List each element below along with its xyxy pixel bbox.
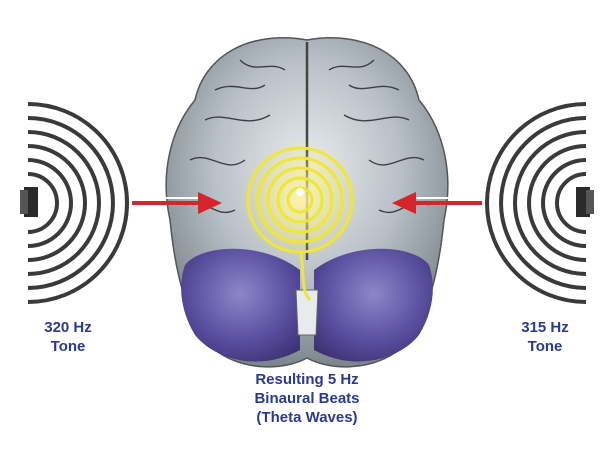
right-tone-label: 315 Hz Tone	[505, 318, 585, 356]
right-speaker-icon	[487, 104, 594, 302]
left-tone-label: 320 Hz Tone	[28, 318, 108, 356]
right-tone-frequency: 315 Hz	[505, 318, 585, 337]
right-cerebellum	[314, 249, 433, 362]
left-tone-frequency: 320 Hz	[28, 318, 108, 337]
left-cerebellum	[181, 249, 300, 362]
result-line-1: Resulting 5 Hz	[200, 370, 414, 389]
result-line-2: Binaural Beats	[200, 389, 414, 408]
result-label: Resulting 5 Hz Binaural Beats (Theta Wav…	[200, 370, 414, 427]
left-tone-word: Tone	[28, 337, 108, 356]
right-tone-word: Tone	[505, 337, 585, 356]
left-speaker-icon	[20, 104, 127, 302]
result-line-3: (Theta Waves)	[200, 408, 414, 427]
